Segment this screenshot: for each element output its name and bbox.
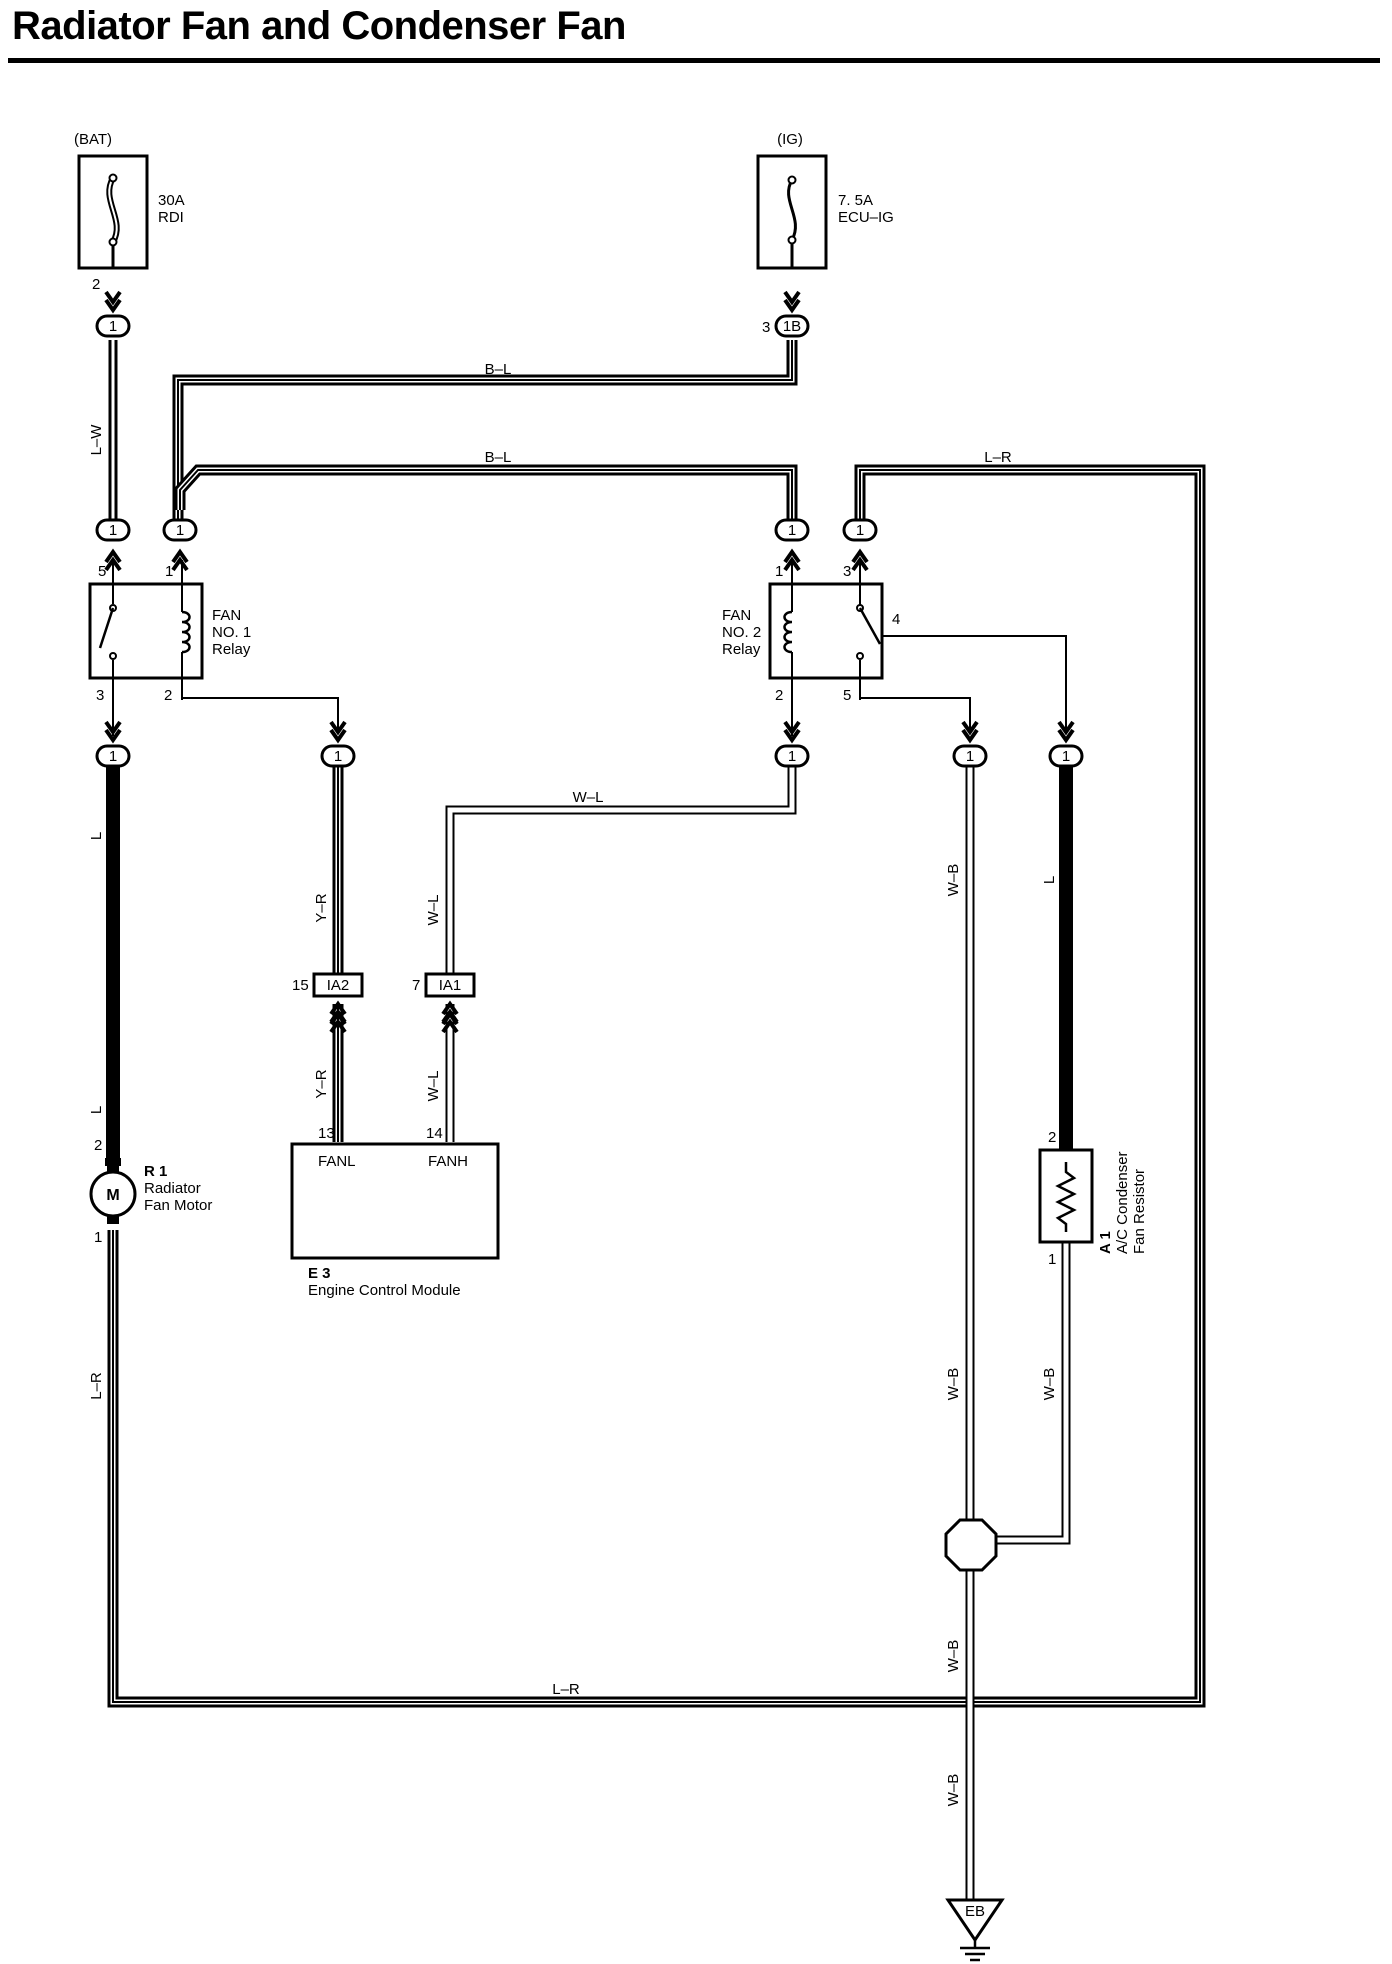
r1-conn-2: 1	[334, 748, 342, 765]
ia2-id: IA2	[327, 977, 350, 994]
wire-label-l-upper: L	[88, 832, 105, 840]
r2-pin5: 5	[843, 687, 851, 704]
motor-code: R 1	[144, 1163, 167, 1180]
resistor-code: A 1	[1097, 1231, 1114, 1254]
r2-conn-2: 1	[788, 748, 796, 765]
r1-label-1: FAN	[212, 607, 241, 624]
resistor-name-2: Fan Resistor	[1131, 1169, 1148, 1254]
wire-label-wb-lower: W–B	[945, 1640, 962, 1673]
wire-label-lr-bottom: L–R	[552, 1681, 580, 1698]
ecm-name: Engine Control Module	[308, 1282, 461, 1299]
wire-label-wl-upper: W–L	[425, 895, 442, 926]
r2-pin3: 3	[843, 563, 851, 580]
bat-fuse-name: RDI	[158, 209, 184, 226]
wire-label-lr-left: L–R	[88, 1372, 105, 1400]
resistor-pin-bottom: 1	[1048, 1251, 1056, 1268]
wire-label-wl-horizontal: W–L	[573, 789, 604, 806]
ecm-code: E 3	[308, 1265, 331, 1282]
r1-conn-1: 1	[176, 522, 184, 539]
engine-control-module: 13 14 FANL FANH E 3 Engine Control Modul…	[290, 1125, 500, 1299]
wire-label-l-lower: L	[88, 1106, 105, 1114]
ig-conn: 1B	[783, 318, 801, 335]
wire-label-yr-upper: Y–R	[313, 893, 330, 922]
ig-pin: 3	[762, 319, 770, 336]
bat-label: (BAT)	[74, 131, 112, 148]
ac-condenser-fan-resistor: 2 1 A 1 A/C Condenser Fan Resistor	[1038, 1129, 1148, 1268]
ecm-pin-fanh: 14	[426, 1125, 443, 1142]
wire-label-lw: L–W	[88, 424, 105, 456]
wire-label-bl-upper: B–L	[485, 361, 512, 378]
wire-label-wb-resistor: W–B	[1041, 1368, 1058, 1401]
bat-fuse-amp: 30A	[158, 192, 185, 209]
r2-label-2: NO. 2	[722, 624, 761, 641]
ia1-pin: 7	[412, 977, 420, 994]
r1-pin1: 1	[165, 563, 173, 580]
ecm-pin-fanl: 13	[318, 1125, 335, 1142]
r2-label-1: FAN	[722, 607, 751, 624]
r2-pin1: 1	[775, 563, 783, 580]
motor-pin-top: 2	[94, 1137, 102, 1154]
wire-label-wb-bottom: W–B	[945, 1774, 962, 1807]
ia2-pin: 15	[292, 977, 309, 994]
wire-label-wl-lower: W–L	[425, 1071, 442, 1102]
ground-id: EB	[965, 1903, 985, 1920]
wire-label-bl-lower: B–L	[485, 449, 512, 466]
resistor-name-1: A/C Condenser	[1114, 1151, 1131, 1254]
fuse-ig: (IG) 7. 5A ECU–IG	[756, 131, 894, 270]
r2-conn-1: 1	[788, 522, 796, 539]
motor-symbol: M	[106, 1187, 119, 1204]
wire-label-wb-upper: W–B	[945, 864, 962, 897]
motor-pin-bottom: 1	[94, 1229, 102, 1246]
wire-label-yr-lower: Y–R	[313, 1069, 330, 1098]
r2-pin4: 4	[892, 611, 900, 628]
r2-pin2: 2	[775, 687, 783, 704]
ground-eb: EB	[945, 1898, 1005, 1962]
r2-conn-5: 1	[966, 748, 974, 765]
r2-label-3: Relay	[722, 641, 761, 658]
ig-fuse-name: ECU–IG	[838, 209, 894, 226]
bat-conn: 1	[109, 318, 117, 335]
motor-name-1: Radiator	[144, 1180, 201, 1197]
r1-label-2: NO. 1	[212, 624, 251, 641]
page-title: Radiator Fan and Condenser Fan	[12, 4, 626, 48]
inline-connectors: IA2 15 IA1 7	[292, 972, 476, 1034]
ig-fuse-amp: 7. 5A	[838, 192, 873, 209]
motor-name-2: Fan Motor	[144, 1197, 212, 1214]
fan-relay-2: 1 3 2 5 4 FAN NO. 2 Relay	[722, 560, 900, 736]
wire-junction	[944, 1518, 998, 1572]
ia1-id: IA1	[439, 977, 462, 994]
r1-conn-5: 1	[109, 522, 117, 539]
fan-relay-1: 5 1 3 2 FAN NO. 1 Relay	[88, 560, 251, 736]
wires	[106, 340, 1206, 1900]
bat-pin: 2	[92, 276, 100, 293]
ig-label: (IG)	[777, 131, 803, 148]
wire-label-lr-top: L–R	[984, 449, 1012, 466]
connectors: 1 1B 3 1 1 1 1 1 1 1 1 1	[95, 290, 1084, 768]
wire-label-l-resistor: L	[1041, 876, 1058, 884]
r2-conn-4: 1	[1062, 748, 1070, 765]
r1-pin2: 2	[164, 687, 172, 704]
r2-conn-3: 1	[856, 522, 864, 539]
wire-labels: L–W B–L B–L L–R L L L–R L–R Y–R Y–R W–L …	[88, 361, 1058, 1806]
r1-pin3: 3	[96, 687, 104, 704]
resistor-pin-top: 2	[1048, 1129, 1056, 1146]
wire-label-wb-middle: W–B	[945, 1368, 962, 1401]
r1-label-3: Relay	[212, 641, 251, 658]
r1-pin5: 5	[98, 563, 106, 580]
title-rule	[8, 58, 1380, 63]
fuse-bat: (BAT) 30A RDI 2	[74, 131, 185, 293]
radiator-fan-motor: M 2 1 R 1 Radiator Fan Motor	[89, 1137, 212, 1246]
ecm-fanh: FANH	[428, 1153, 468, 1170]
r1-conn-3: 1	[109, 748, 117, 765]
ecm-fanl: FANL	[318, 1153, 356, 1170]
